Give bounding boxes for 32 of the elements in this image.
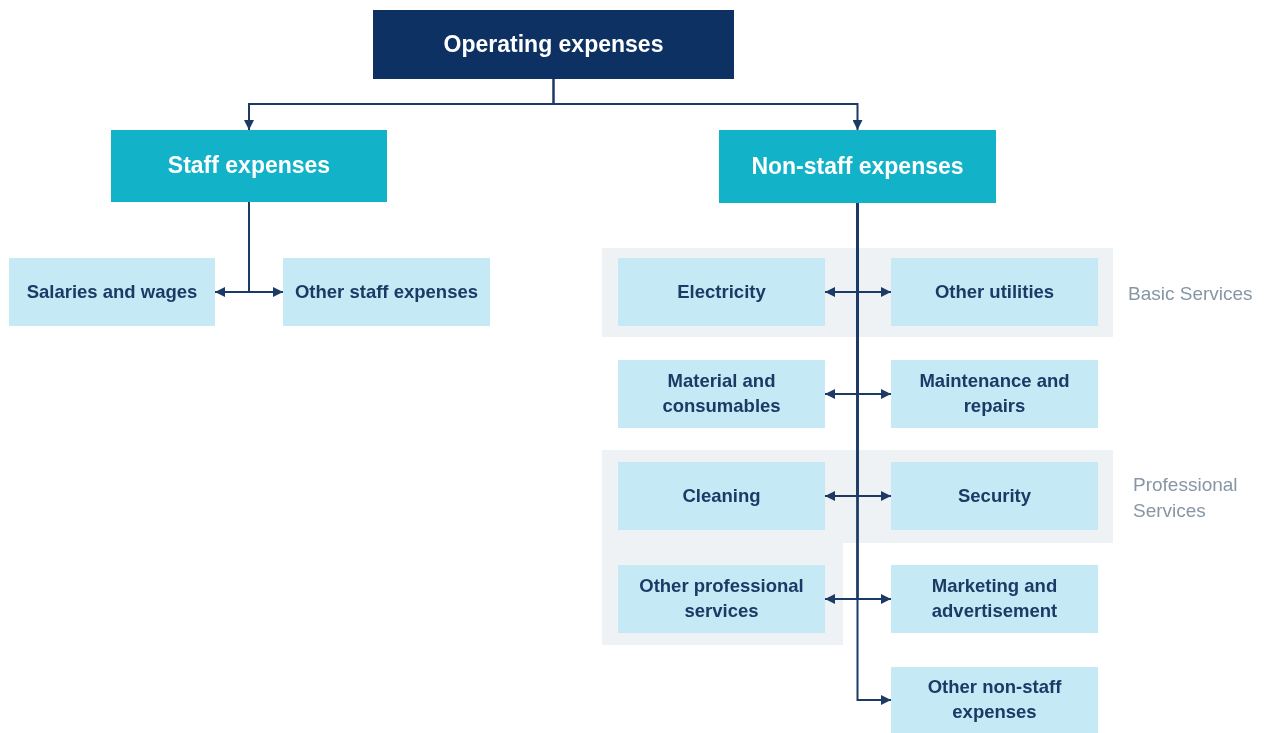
item-box <box>891 360 1098 428</box>
item-box <box>618 462 825 530</box>
box-label: Maintenance and repairs <box>918 369 1071 418</box>
box-label: Cleaning <box>682 483 761 508</box>
item-box <box>618 360 825 428</box>
box-label: Salaries and wages <box>26 279 198 304</box>
group-label: Basic Services <box>1128 282 1254 306</box>
arrow <box>248 201 284 297</box>
item-box <box>618 565 825 633</box>
box-label: Security <box>958 483 1031 508</box>
item-box <box>891 462 1098 530</box>
box-label: Staff expenses <box>167 151 331 181</box>
box-label: Other professional services <box>638 574 805 623</box>
group-label: Professional Services <box>1133 473 1239 523</box>
box-label: Marketing and advertisement <box>930 574 1059 623</box>
title-box <box>373 10 734 79</box>
category-box <box>111 130 387 202</box>
box-label: Other utilities <box>934 279 1055 304</box>
item-box <box>618 258 825 326</box>
item-box <box>9 258 215 326</box>
category-box <box>719 130 996 203</box>
box-label: Non-staff expenses <box>751 151 964 181</box>
item-box <box>283 258 490 326</box>
box-label: Material and consumables <box>661 369 782 418</box>
item-box <box>891 565 1098 633</box>
box-label: Other staff expenses <box>295 279 478 304</box>
box-label: Electricity <box>677 279 766 304</box>
arrow <box>552 78 863 131</box>
box-label: Operating expenses <box>443 29 664 59</box>
item-box <box>891 667 1098 733</box>
item-box <box>891 258 1098 326</box>
box-label: Other non-staff expenses <box>926 675 1063 724</box>
